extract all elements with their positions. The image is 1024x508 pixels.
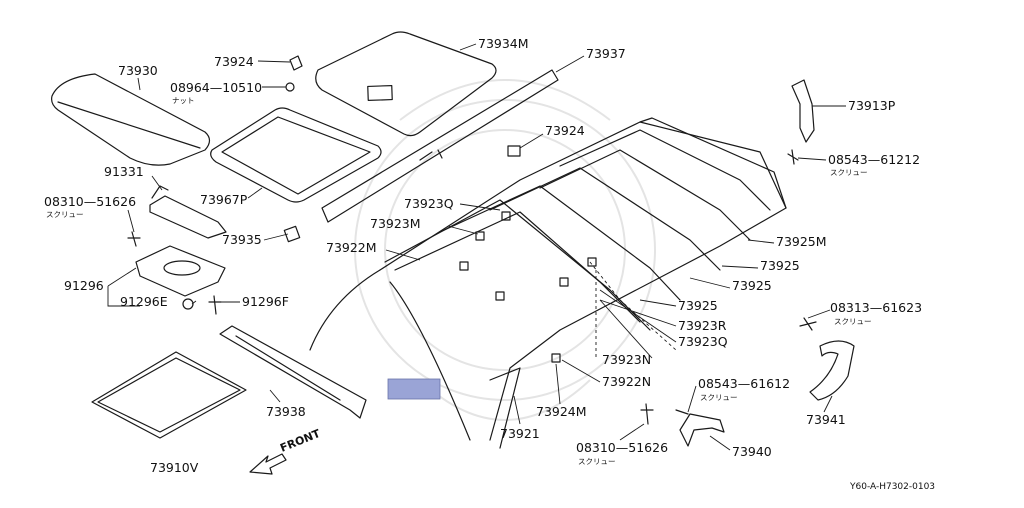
label-08310-b: 08310—51626 xyxy=(576,440,668,455)
label-91331: 91331 xyxy=(104,164,144,179)
highlight-box xyxy=(387,378,441,400)
part-91296E-nut xyxy=(182,298,194,310)
part-73930-panel xyxy=(51,73,211,166)
label-73967P: 73967P xyxy=(200,192,248,207)
label-screw-b: スクリュー xyxy=(46,210,84,219)
part-73967P-frame xyxy=(210,107,382,203)
label-screw-a: スクリュー xyxy=(830,168,868,177)
label-73923R: 73923R xyxy=(678,318,727,333)
label-screw-c: スクリュー xyxy=(834,317,872,326)
label-73922N: 73922N xyxy=(602,374,651,389)
label-73925M: 73925M xyxy=(776,234,827,249)
part-73913P-handle xyxy=(791,79,815,143)
label-91296: 91296 xyxy=(64,278,104,293)
label-nut: ナット xyxy=(172,96,195,105)
label-73923Q-a: 73923Q xyxy=(404,196,454,211)
part-08313-screw xyxy=(799,317,817,331)
label-73925-c: 73925 xyxy=(678,298,718,313)
label-73941: 73941 xyxy=(806,412,846,427)
part-labels: 73930 73924 08964—10510 ナット 73934M 73937… xyxy=(44,36,935,492)
label-08543-b: 08543—61612 xyxy=(698,376,790,391)
leader-lines xyxy=(107,43,846,451)
label-73937: 73937 xyxy=(586,46,626,61)
part-91296-lamp-base xyxy=(135,245,226,297)
part-73934M-label-patch xyxy=(367,84,393,102)
part-73941-grip xyxy=(809,340,855,401)
front-label: FRONT xyxy=(278,427,322,455)
part-73940-grip xyxy=(679,413,725,447)
part-73937-strip xyxy=(321,69,559,223)
label-73925-b: 73925 xyxy=(732,278,772,293)
label-73923M: 73923M xyxy=(370,216,421,231)
part-73924-top-clip xyxy=(289,55,303,71)
watermark-emblem xyxy=(354,79,656,421)
part-roof-clips xyxy=(459,145,597,363)
label-73930: 73930 xyxy=(118,63,158,78)
label-73924M: 73924M xyxy=(536,404,587,419)
part-73938-rail xyxy=(219,325,367,419)
part-roof-shell xyxy=(309,117,787,449)
label-screw-d: スクリュー xyxy=(700,393,738,402)
part-08543-screw-a xyxy=(787,149,799,165)
part-91296F-screw xyxy=(208,295,222,315)
label-73922M: 73922M xyxy=(326,240,377,255)
label-91296F: 91296F xyxy=(242,294,289,309)
label-73923N: 73923N xyxy=(602,352,651,367)
part-73935-clip xyxy=(283,225,301,243)
label-73921: 73921 xyxy=(500,426,540,441)
label-73934M: 73934M xyxy=(478,36,529,51)
part-91331-bracket xyxy=(149,195,227,239)
label-73923Q-b: 73923Q xyxy=(678,334,728,349)
label-08310-a: 08310—51626 xyxy=(44,194,136,209)
part-73934M-panel xyxy=(315,31,497,137)
label-08543-a: 08543—61212 xyxy=(828,152,920,167)
part-08964-nut xyxy=(285,82,295,92)
front-arrow-icon xyxy=(249,453,287,475)
label-screw-e: スクリュー xyxy=(578,457,616,466)
label-73938: 73938 xyxy=(266,404,306,419)
label-73913P: 73913P xyxy=(848,98,896,113)
reference-code: Y60-A-H7302-0103 xyxy=(849,482,935,492)
label-73925-a: 73925 xyxy=(760,258,800,273)
label-73924-mid: 73924 xyxy=(545,123,585,138)
label-73910V: 73910V xyxy=(150,460,199,475)
label-08313: 08313—61623 xyxy=(830,300,922,315)
part-08310-screw-left xyxy=(127,231,141,247)
part-08543-screw-b xyxy=(675,409,689,415)
part-08310-screw-bottom xyxy=(640,403,654,425)
label-08964: 08964—10510 xyxy=(170,80,262,95)
part-73910V-mat xyxy=(91,351,247,439)
label-73940: 73940 xyxy=(732,444,772,459)
label-73935: 73935 xyxy=(222,232,262,247)
label-73924-top: 73924 xyxy=(214,54,254,69)
label-91296E: 91296E xyxy=(120,294,168,309)
